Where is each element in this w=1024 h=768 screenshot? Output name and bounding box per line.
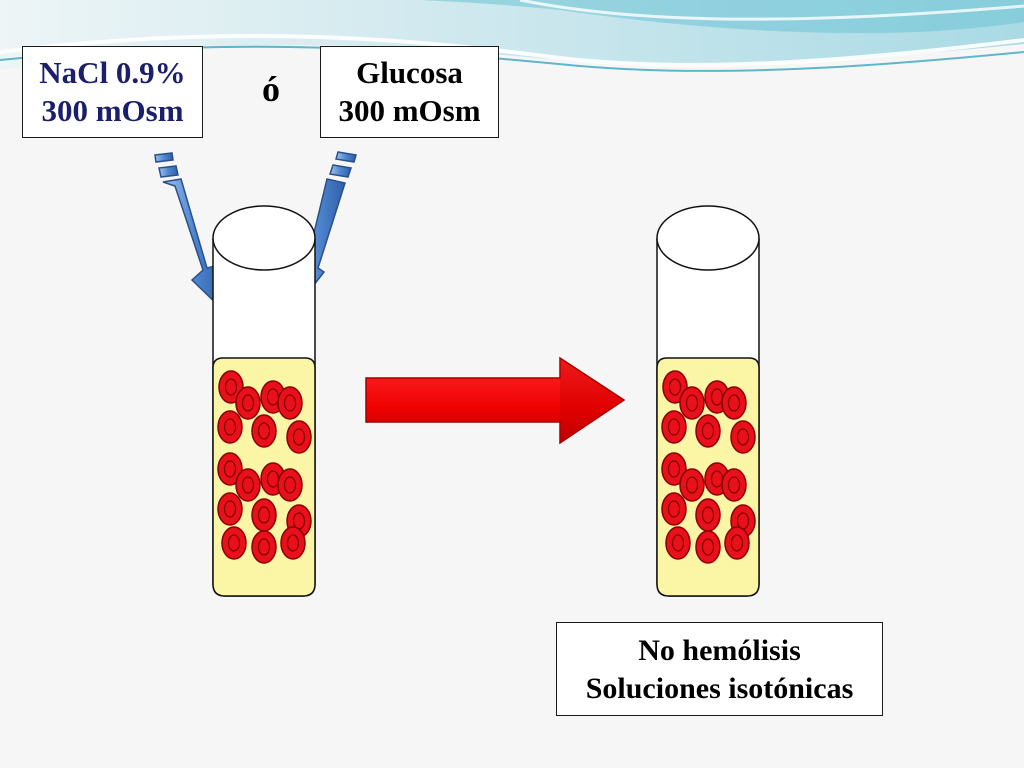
red-blood-cell-icon	[724, 526, 750, 560]
red-blood-cell-icon	[695, 414, 721, 448]
glucosa-label-box: Glucosa 300 mOsm	[320, 46, 499, 138]
red-blood-cell-icon	[286, 420, 312, 454]
red-blood-cell-icon	[280, 526, 306, 560]
red-blood-cell-icon	[217, 452, 243, 486]
red-blood-cell-icon	[721, 468, 747, 502]
result-subtitle: Soluciones isotónicas	[585, 672, 854, 705]
tube-opening	[656, 205, 760, 271]
glucosa-name: Glucosa	[356, 55, 463, 90]
result-title: No hemólisis	[638, 634, 801, 667]
test-tube-after	[656, 205, 760, 597]
red-blood-cell-icon	[695, 498, 721, 532]
red-blood-cell-icon	[251, 530, 277, 564]
tube-opening	[212, 205, 316, 271]
red-right-arrow-icon	[365, 356, 626, 445]
result-label-box: No hemólisis Soluciones isotónicas	[556, 622, 883, 716]
red-blood-cell-icon	[730, 420, 756, 454]
red-blood-cell-icon	[251, 498, 277, 532]
red-blood-cell-icon	[251, 414, 277, 448]
red-blood-cell-icon	[665, 526, 691, 560]
red-blood-cell-icon	[661, 492, 687, 526]
red-blood-cell-icon	[721, 386, 747, 420]
red-blood-cell-icon	[217, 492, 243, 526]
red-blood-cell-icon	[661, 452, 687, 486]
nacl-osmolarity: 300 mOsm	[41, 93, 184, 128]
red-blood-cell-icon	[235, 468, 261, 502]
nacl-name: NaCl 0.9%	[39, 55, 186, 90]
red-blood-cell-icon	[695, 530, 721, 564]
nacl-label-box: NaCl 0.9% 300 mOsm	[22, 46, 203, 138]
red-blood-cell-icon	[221, 526, 247, 560]
red-blood-cell-icon	[217, 410, 243, 444]
red-blood-cell-icon	[661, 410, 687, 444]
glucosa-osmolarity: 300 mOsm	[338, 93, 481, 128]
red-blood-cell-icon	[277, 386, 303, 420]
red-blood-cell-icon	[679, 468, 705, 502]
red-blood-cell-icon	[277, 468, 303, 502]
red-blood-cell-icon	[235, 386, 261, 420]
test-tube-before	[212, 205, 316, 597]
or-connector: ó	[262, 69, 280, 109]
header-wave	[0, 0, 1024, 72]
red-blood-cell-icon	[679, 386, 705, 420]
